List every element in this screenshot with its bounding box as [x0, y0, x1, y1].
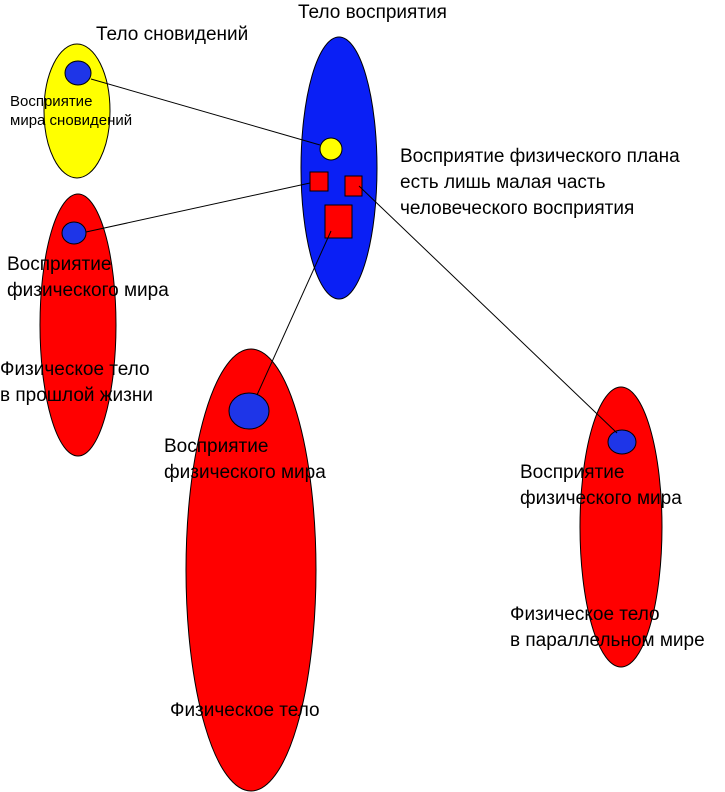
parallel-connection-line	[358, 185, 618, 434]
past-life-perception-point	[61, 221, 87, 245]
perception-body	[300, 36, 378, 300]
past-life-physical-body	[39, 193, 117, 457]
parallel-perception-line-1: Восприятие	[520, 462, 625, 483]
dream-connection-line	[90, 78, 321, 146]
parallel-marker	[344, 175, 363, 197]
past-life-connection-line	[85, 182, 311, 233]
current-perception-label: Восприятие физического мира	[164, 434, 326, 486]
past-life-perception-label: Восприятие физического мира	[7, 252, 169, 304]
past-life-body-label: Физическое тело в прошлой жизни	[0, 357, 153, 409]
current-connection-line	[256, 230, 332, 396]
dream-perception-point	[64, 60, 92, 86]
parallel-perception-line-2: физического мира	[520, 488, 682, 510]
current-perception-point	[228, 392, 270, 430]
physical-plane-note-line-3: человеческого восприятия	[400, 198, 635, 220]
dream-perception-label: Восприятие мира сновидений	[10, 93, 132, 131]
current-perception-line-2: физического мира	[164, 462, 326, 484]
current-perception-line-1: Восприятие	[164, 436, 269, 457]
parallel-world-physical-body	[579, 386, 663, 668]
parallel-body-line-1: Физическое тело	[510, 604, 660, 625]
dream-body	[43, 43, 111, 179]
parallel-perception-point	[607, 429, 637, 455]
physical-plane-note-line-1: Восприятие физического плана	[400, 146, 680, 167]
physical-plane-note-line-2: есть лишь малая часть	[400, 172, 606, 194]
current-physical-body	[185, 348, 317, 792]
parallel-body-label: Физическое тело в параллельном мире	[510, 602, 705, 654]
dream-body-title: Тело сновидений	[96, 24, 249, 45]
current-marker	[324, 204, 353, 239]
dream-perception-line-2: мира сновидений	[10, 111, 133, 129]
dream-perception-line-1: Восприятие	[10, 93, 93, 110]
past-life-perception-line-1: Восприятие	[7, 254, 112, 275]
past-life-marker	[309, 171, 329, 192]
perception-body-title: Тело восприятия	[298, 2, 447, 23]
past-life-perception-line-2: физического мира	[7, 280, 169, 302]
parallel-perception-label: Восприятие физического мира	[520, 460, 682, 512]
physical-plane-note: Восприятие физического плана есть лишь м…	[400, 144, 680, 223]
current-body-label: Физическое тело	[170, 700, 320, 721]
past-life-body-line-2: в прошлой жизни	[0, 385, 153, 407]
past-life-body-line-1: Физическое тело	[0, 359, 150, 380]
parallel-body-line-2: в параллельном мире	[510, 630, 705, 652]
dream-plane-marker	[319, 137, 343, 161]
